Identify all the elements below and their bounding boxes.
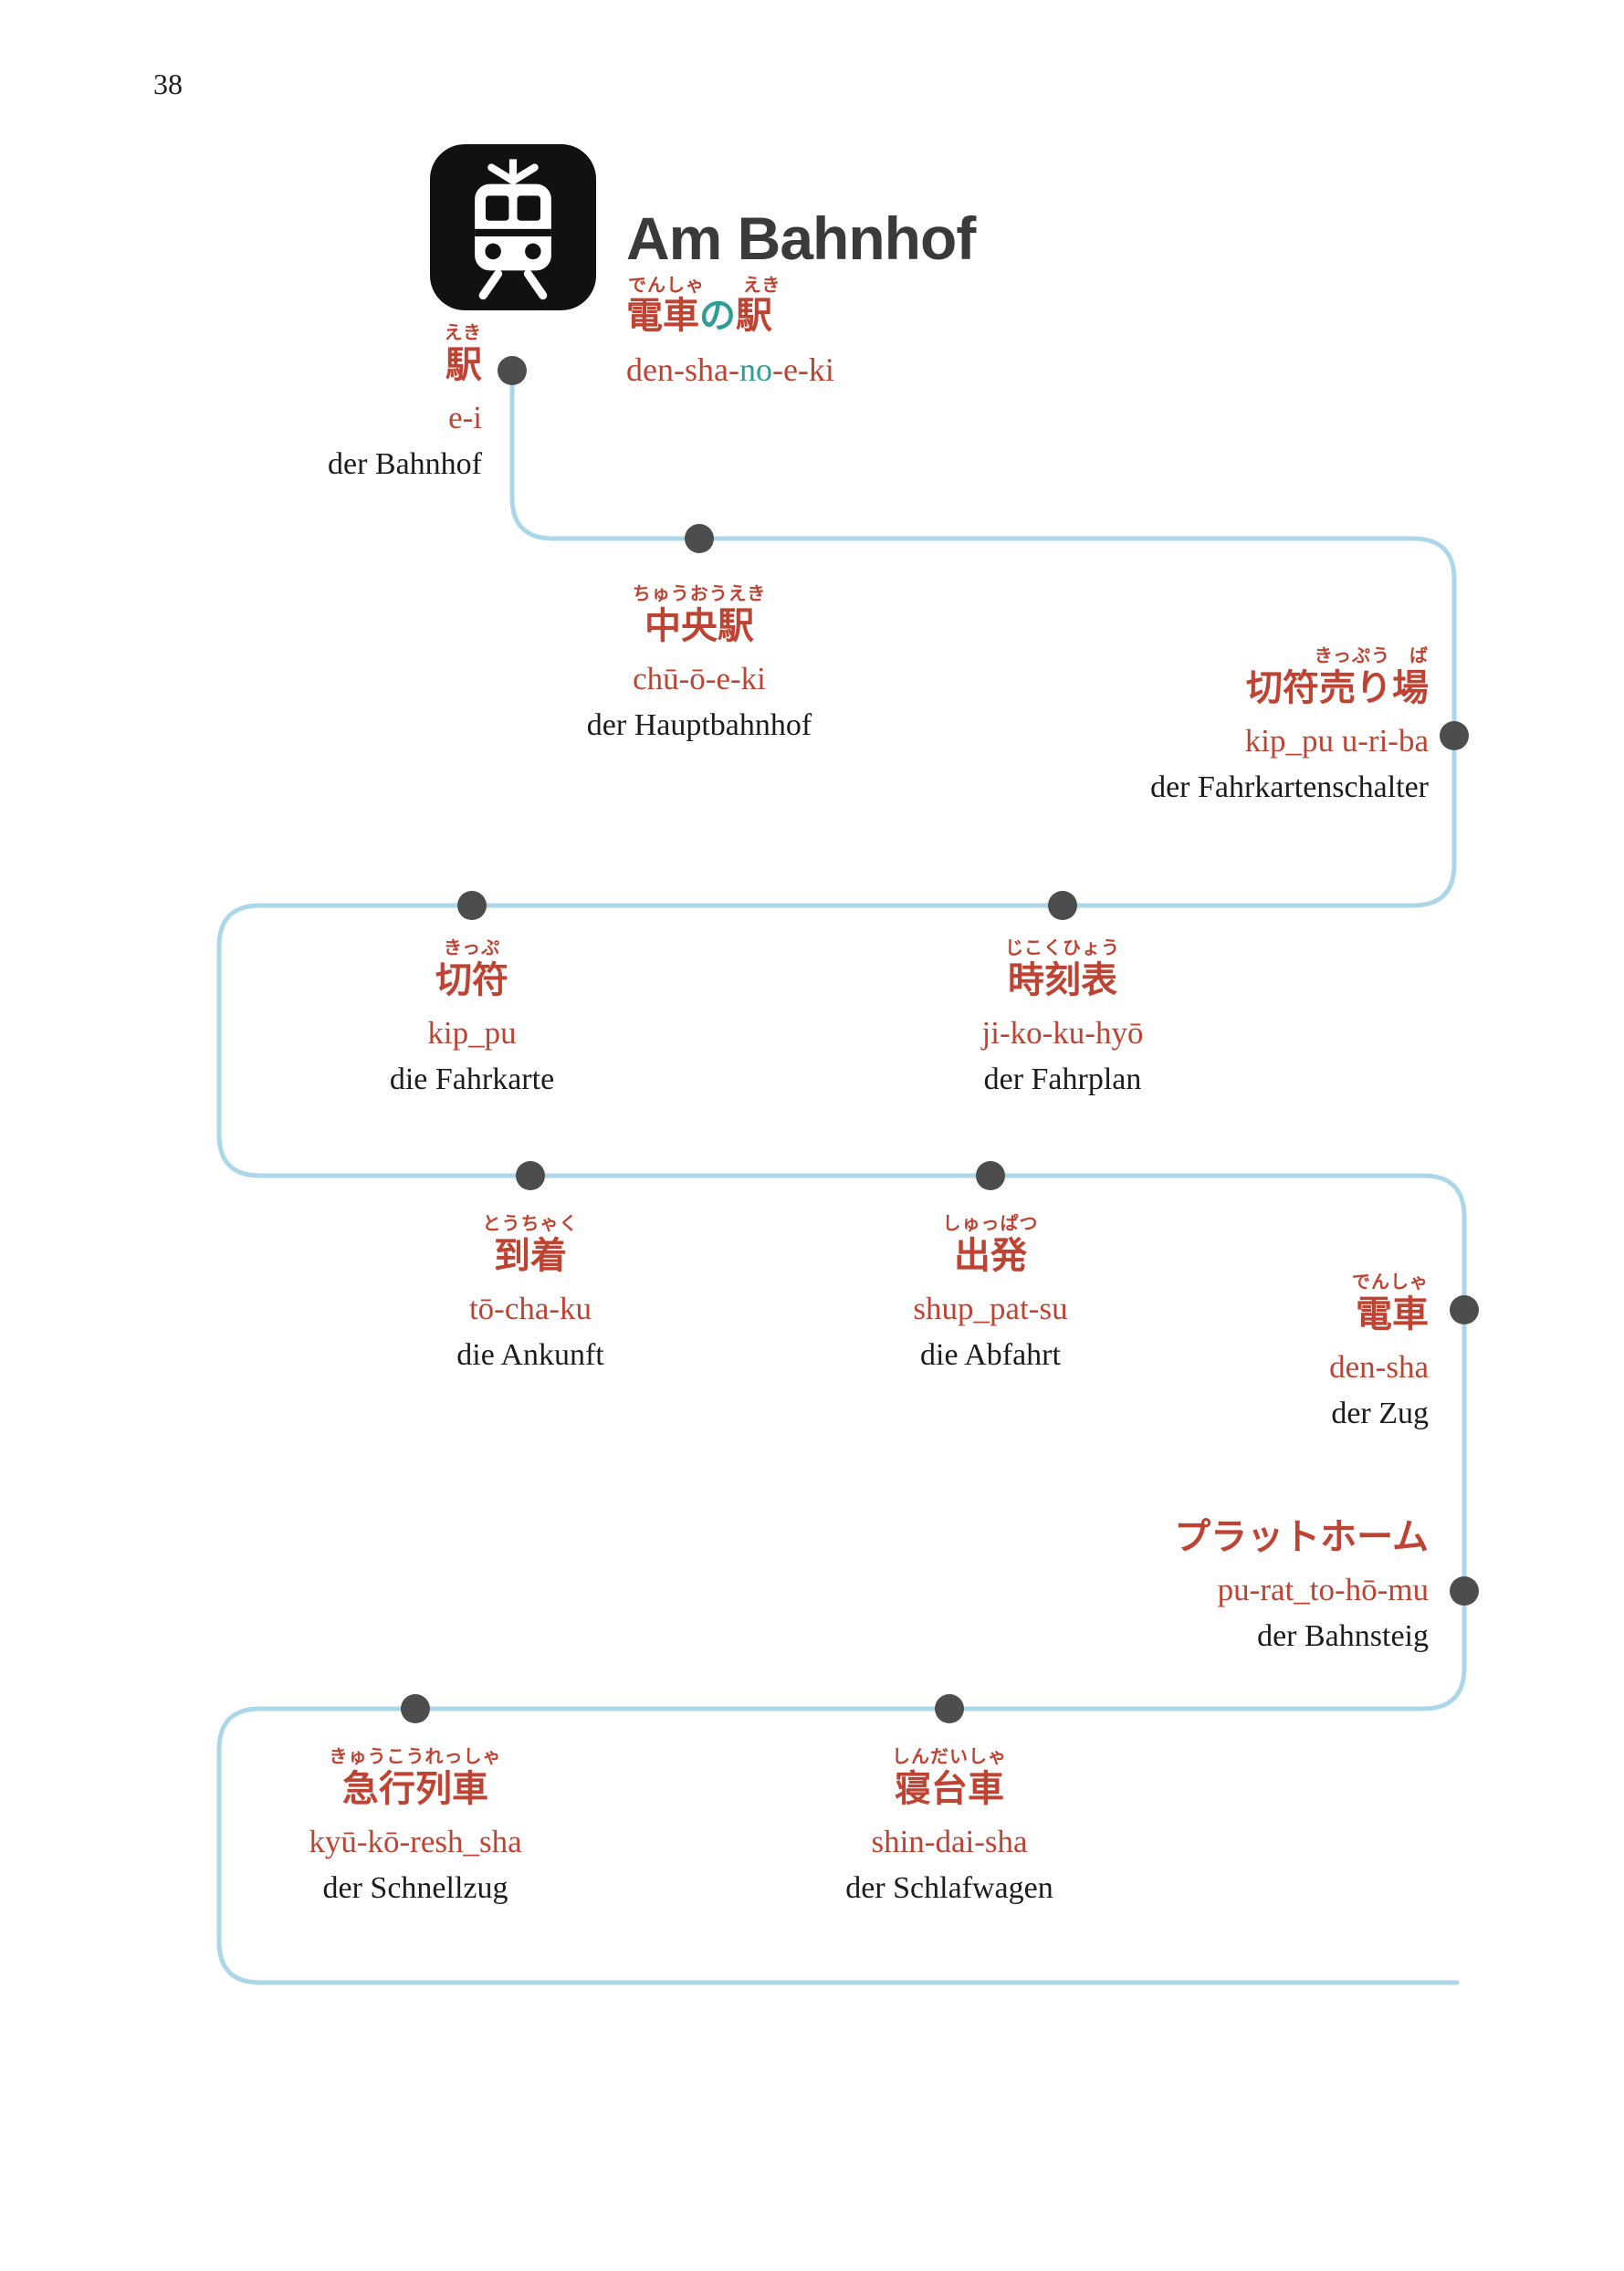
header-romaji-part: -e-ki <box>771 351 834 388</box>
station-dot-kyuko-ressha <box>401 1694 430 1723</box>
station-furigana: ちゅうおうえき <box>632 584 767 604</box>
station-kanji: 急行列車 <box>342 1769 488 1809</box>
station-romaji: chū-ō-e-ki <box>633 661 766 696</box>
station-chuo-eki: ちゅうおうえき 中央駅 chū-ō-e-ki der Hauptbahnhof <box>517 579 882 743</box>
station-tochaku: とうちゃく 到着 tō-cha-ku die Ankunft <box>348 1209 713 1373</box>
station-romaji: pu-rat_to-hō-mu <box>1217 1572 1429 1607</box>
station-shuppatsu: しゅっぱつ 出発 shup_pat-su die Abfahrt <box>808 1209 1173 1373</box>
station-kanji: 寝台車 <box>895 1769 1004 1809</box>
header-kanji-part: 電車 <box>626 296 699 336</box>
station-jikokuhyo: じこくひょう 時刻表 ji-ko-ku-hyō der Fahrplan <box>880 933 1245 1097</box>
station-kippu-uriba: きっぷう ば 切符売り場 kip_pu u-ri-ba der Fahrkart… <box>1150 641 1429 805</box>
station-kanji: 時刻表 <box>1008 960 1117 1000</box>
station-furigana: でんしゃ <box>1352 1272 1429 1292</box>
station-german: der Hauptbahnhof <box>586 708 812 742</box>
train-icon <box>430 144 596 310</box>
station-dot-densha <box>1450 1295 1479 1324</box>
station-dot-shindaisha <box>935 1694 964 1723</box>
station-densha: でんしゃ 電車 den-sha der Zug <box>1329 1267 1429 1431</box>
station-german: der Schlafwagen <box>845 1871 1053 1905</box>
station-dot-tochaku <box>516 1161 545 1190</box>
station-furigana: きゅうこうれっしゃ <box>329 1747 502 1767</box>
station-furigana: きっぷう ば <box>1314 646 1429 666</box>
station-furigana: しゅっぱつ <box>942 1214 1039 1234</box>
station-kanji: 切符 <box>435 960 508 1000</box>
station-romaji: kyū-kō-resh_sha <box>309 1824 522 1859</box>
station-german: der Schnellzug <box>322 1871 508 1905</box>
station-kanji: 切符売り場 <box>1246 668 1429 708</box>
page-title: Am Bahnhof <box>626 204 976 273</box>
route-line <box>216 368 1467 1985</box>
station-romaji: kip_pu <box>427 1015 517 1051</box>
station-kanji: 電車 <box>1356 1294 1429 1334</box>
station-romaji: den-sha <box>1329 1349 1429 1385</box>
header-kanji-part: 駅 <box>736 296 772 336</box>
station-kyuko-ressha: きゅうこうれっしゃ 急行列車 kyū-kō-resh_sha der Schne… <box>233 1742 598 1906</box>
station-shindaisha: しんだいしゃ 寝台車 shin-dai-sha der Schlafwagen <box>767 1742 1132 1906</box>
station-german: der Zug <box>1331 1397 1429 1430</box>
station-kanji: 到着 <box>494 1236 567 1276</box>
station-kanji: 中央駅 <box>644 606 754 646</box>
page-number: 38 <box>153 68 183 100</box>
station-dot-platform <box>1450 1576 1479 1606</box>
station-furigana: えき <box>444 323 482 343</box>
station-kippu: きっぷ 切符 kip_pu die Fahrkarte <box>289 933 655 1097</box>
header-romaji-particle: no <box>739 351 772 388</box>
header-romaji-part: den-sha- <box>626 351 739 388</box>
station-dot-jikokuhyo <box>1048 891 1077 920</box>
station-romaji: ji-ko-ku-hyō <box>981 1015 1144 1051</box>
station-german: die Fahrkarte <box>389 1062 555 1096</box>
station-german: die Ankunft <box>456 1338 604 1372</box>
station-dot-kippu <box>457 891 487 920</box>
station-dot-shuppatsu <box>976 1161 1005 1190</box>
station-furigana: きっぷ <box>443 938 501 958</box>
station-kanji: 駅 <box>445 345 482 385</box>
station-romaji: e-i <box>448 400 482 435</box>
header-kanji: 電車の駅 <box>626 294 772 338</box>
station-german: der Fahrplan <box>983 1062 1142 1096</box>
station-romaji: kip_pu u-ri-ba <box>1244 723 1429 759</box>
station-german: der Bahnhof <box>327 447 482 481</box>
station-kanji: プラットホーム <box>1174 1517 1429 1557</box>
station-romaji: tō-cha-ku <box>468 1291 592 1326</box>
station-kanji: 出発 <box>954 1236 1027 1276</box>
station-romaji: shup_pat-su <box>913 1291 1068 1326</box>
header-furigana: でんしゃ えき <box>628 276 781 296</box>
station-german: der Bahnsteig <box>1257 1619 1429 1653</box>
station-dot-eki <box>498 356 527 385</box>
station-furigana: しんだいしゃ <box>892 1747 1007 1767</box>
station-eki: えき 駅 e-i der Bahnhof <box>328 318 482 482</box>
station-furigana: とうちゃく <box>482 1214 579 1234</box>
station-furigana: じこくひょう <box>1005 938 1120 958</box>
header-kanji-particle: の <box>699 296 736 336</box>
header-romaji: den-sha-no-e-ki <box>626 351 834 389</box>
station-platform: プラットホーム pu-rat_to-hō-mu der Bahnsteig <box>1174 1515 1429 1654</box>
station-german: die Abfahrt <box>920 1338 1061 1372</box>
station-german: der Fahrkartenschalter <box>1150 770 1429 804</box>
station-dot-chuo-eki <box>685 524 714 553</box>
station-dot-kippu-uriba <box>1440 721 1469 750</box>
station-romaji: shin-dai-sha <box>871 1824 1028 1859</box>
